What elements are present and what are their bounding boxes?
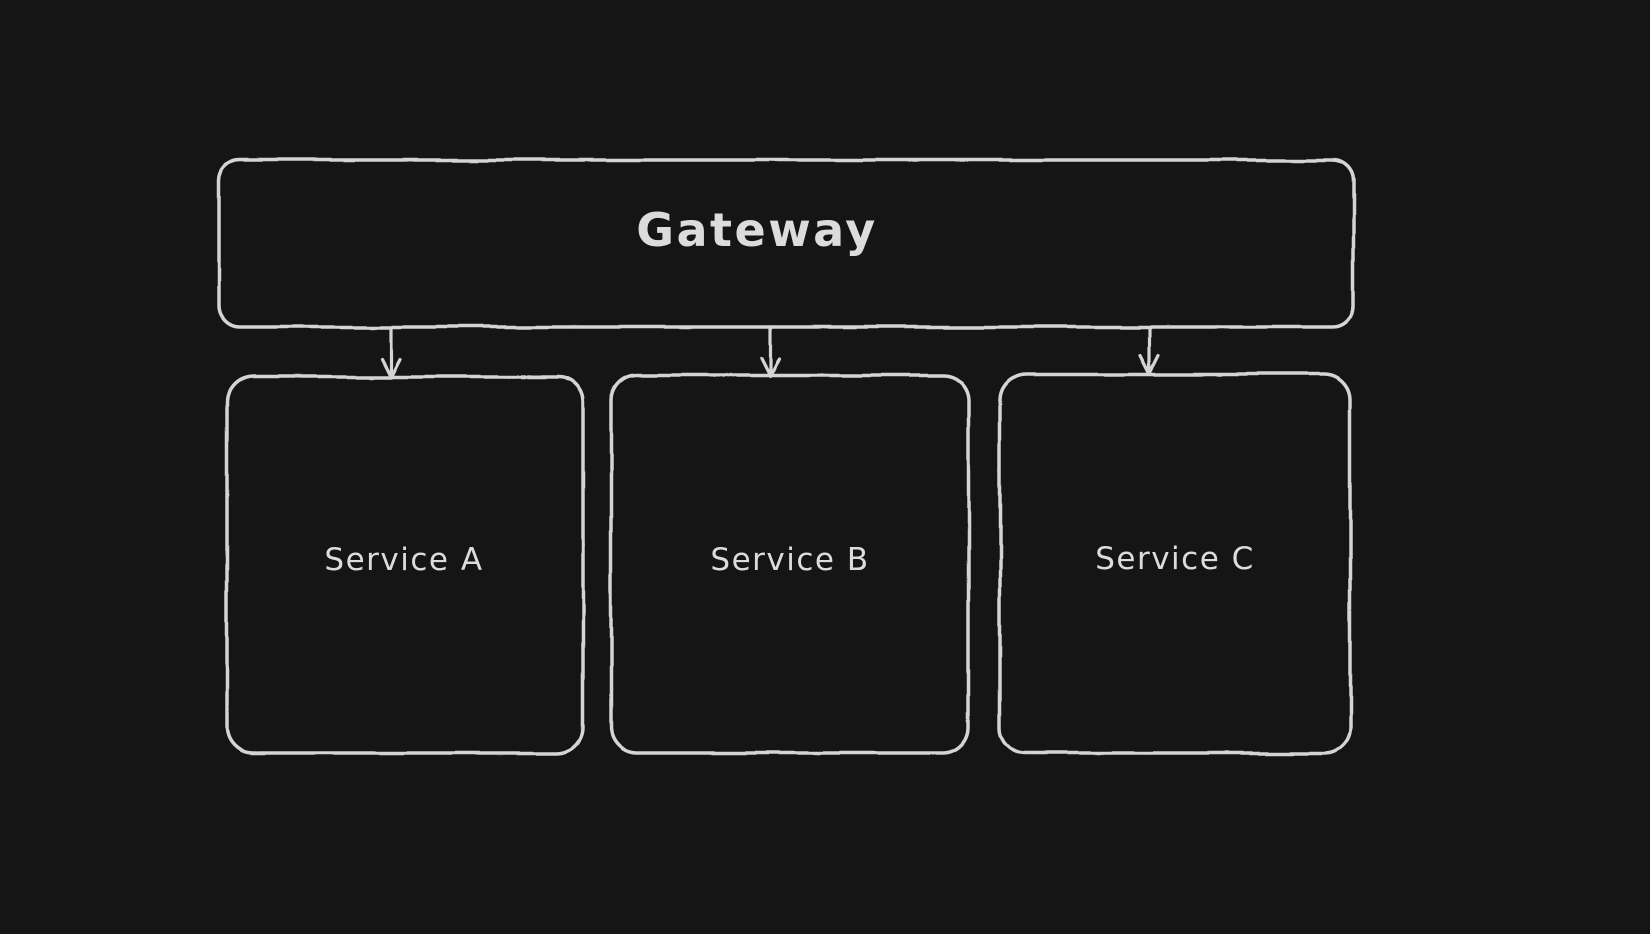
service-b-node[interactable]: Service B [609, 373, 971, 755]
node-layer: Gateway Service A Service B Service C [217, 158, 1355, 755]
service-a-node[interactable]: Service A [225, 375, 585, 755]
service-a-label: Service A [324, 542, 483, 578]
gateway-node[interactable]: Gateway [217, 158, 1355, 329]
service-c-node[interactable]: Service C [998, 372, 1352, 755]
service-b-label: Service B [710, 542, 869, 578]
gateway-box[interactable] [217, 158, 1355, 329]
arrow-gateway-to-service-b[interactable] [759, 325, 781, 378]
arrow-gateway-to-service-c[interactable] [1139, 325, 1161, 375]
edge-layer [380, 325, 1161, 379]
service-b-box[interactable] [609, 373, 971, 755]
service-c-box[interactable] [998, 372, 1352, 755]
arrow-gateway-to-service-a[interactable] [380, 326, 402, 379]
gateway-label: Gateway [636, 203, 878, 257]
service-c-label: Service C [1095, 541, 1255, 577]
service-a-box[interactable] [225, 375, 585, 755]
